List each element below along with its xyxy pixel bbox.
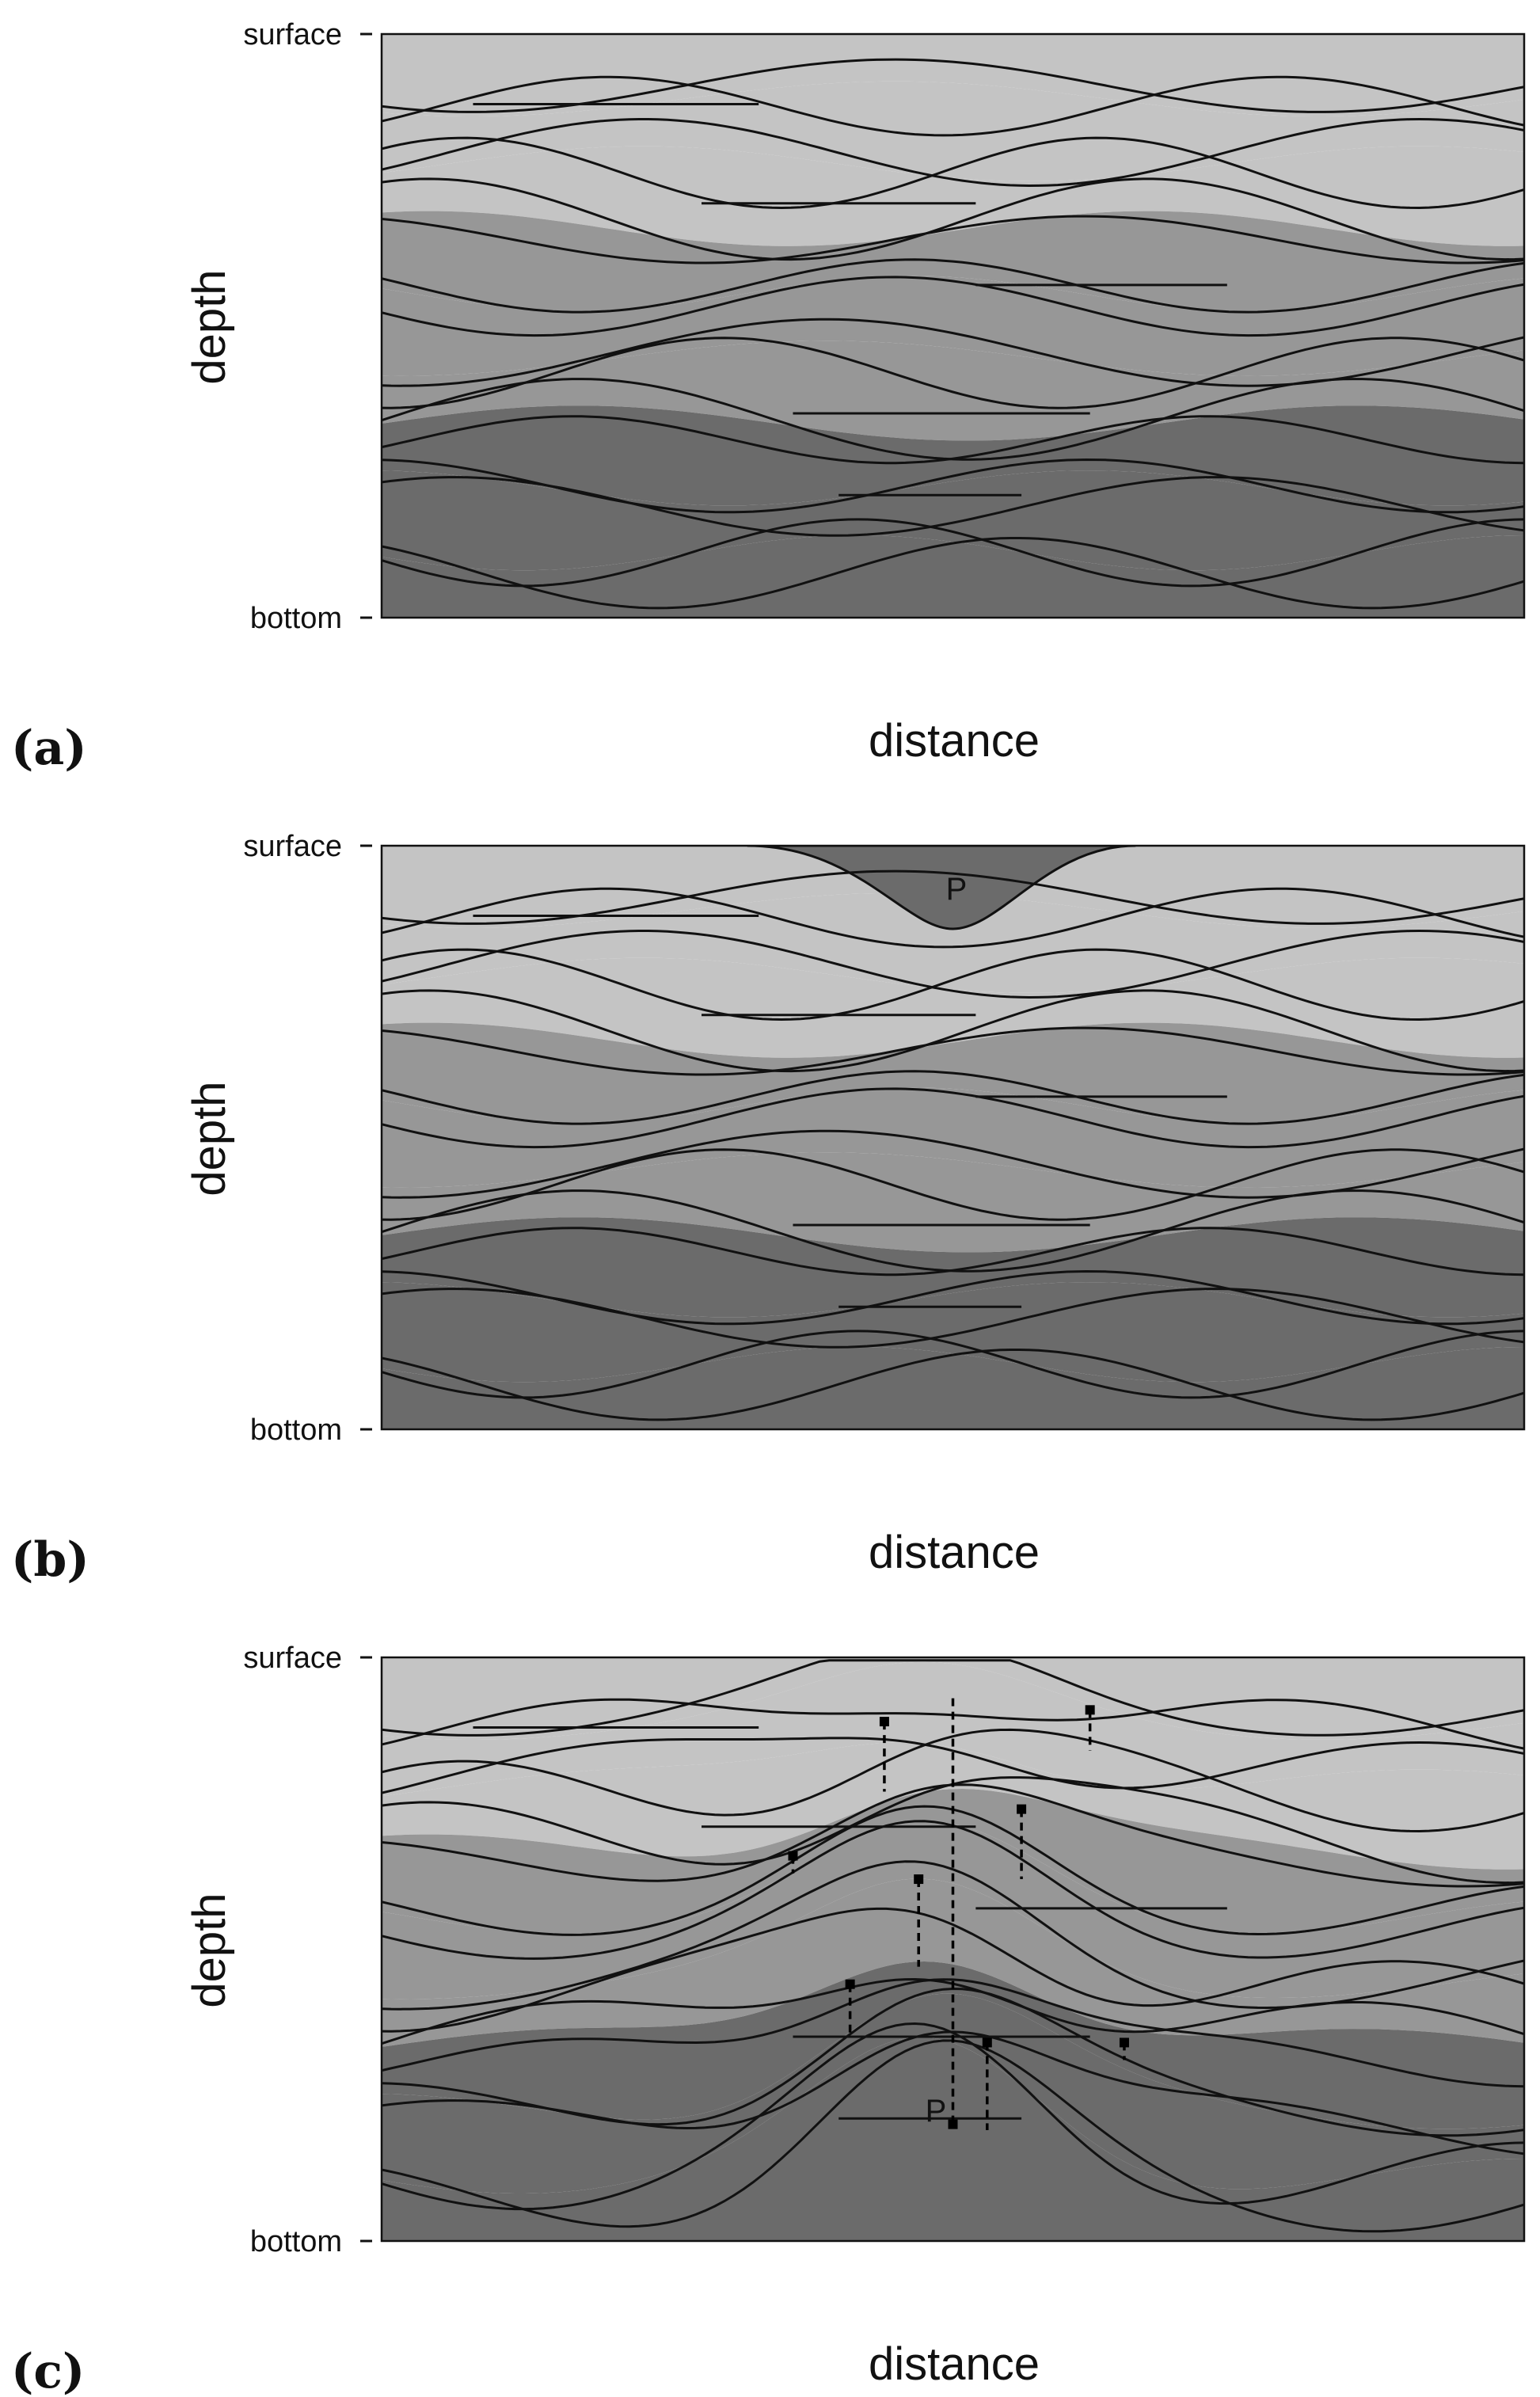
- panel-a-distance-label: distance: [869, 715, 1040, 767]
- panel-b: P surface bottom depth distance (b): [11, 830, 1526, 1588]
- panel-b-surface-label: surface: [243, 830, 342, 863]
- panel-a-interface-line: [382, 518, 1524, 588]
- panel-a-bottom-label: bottom: [250, 602, 342, 635]
- panel-b-interface-line: [382, 887, 1524, 949]
- panel-a-layer-band: [382, 81, 1524, 181]
- panel-c-plot: [382, 1657, 1524, 2241]
- panel-b-interface-line: [382, 1330, 1524, 1399]
- panel-c-marker-point: [982, 2037, 992, 2048]
- panel-c-layer-band: [382, 1961, 1524, 2129]
- panel-b-letter: (b): [11, 1532, 89, 1588]
- panel-b-plot: [382, 846, 1524, 1429]
- panel-c-letter: (c): [11, 2344, 85, 2397]
- panel-c-layer-band: [382, 1657, 1524, 1740]
- panel-c-frame: [380, 1656, 1526, 2243]
- panel-a-interfaces: [382, 58, 1524, 610]
- panel-b-interface-line: [382, 948, 1524, 1022]
- panel-b-interface-line: [382, 1026, 1524, 1076]
- panel-c-marker-point: [948, 2119, 958, 2129]
- panel-b-layer-band: [382, 1087, 1524, 1188]
- panel-a-layer-band: [382, 341, 1524, 441]
- panel-b-layers: [382, 846, 1524, 1429]
- panel-a-interface-line: [382, 337, 1524, 409]
- panel-a-interface-line: [382, 75, 1524, 137]
- panel-c-displacement-markers: [788, 1698, 1129, 2130]
- panel-a-plot: [382, 34, 1524, 618]
- panel-c-marker-point: [1085, 1705, 1095, 1715]
- panel-b-interface-line: [382, 989, 1524, 1073]
- panel-a-interface-line: [382, 136, 1524, 210]
- panel-a-frame: [380, 32, 1526, 619]
- panel-b-frame: [380, 844, 1526, 1431]
- panel-b-layer-band: [382, 1282, 1524, 1383]
- panel-c-layer-band: [382, 1742, 1524, 1870]
- panel-c-point-label: P: [926, 2094, 947, 2129]
- panel-b-interface-line: [382, 1087, 1524, 1149]
- panel-b-interfaces: [382, 869, 1524, 1421]
- panel-c-bottom-label: bottom: [250, 2225, 342, 2258]
- panel-a-interface-line: [382, 215, 1524, 264]
- panel-c-interface-line: [382, 2022, 1524, 2211]
- panel-b-interface-line: [382, 1349, 1524, 1421]
- panel-b-point-label: P: [946, 872, 968, 907]
- panel-a-layer-band: [382, 405, 1524, 506]
- panel-c: P surface bottom depth distance (c): [11, 1642, 1526, 2397]
- panel-a-layer-band: [382, 276, 1524, 376]
- panel-a-interface-line: [382, 177, 1524, 261]
- panel-a-interface-line: [382, 415, 1524, 465]
- panel-b-depth-label: depth: [184, 1081, 235, 1196]
- panel-c-layer-band: [382, 1789, 1524, 1934]
- panel-c-depth-label: depth: [184, 1893, 235, 2007]
- panel-b-interface-line: [382, 1148, 1524, 1221]
- panel-c-distance-label: distance: [869, 2338, 1040, 2390]
- panel-b-pocket: [747, 846, 1136, 930]
- panel-b-interface-line: [382, 1227, 1524, 1276]
- panel-b-interface-line: [382, 1070, 1524, 1125]
- panel-a-layer-band: [382, 535, 1524, 618]
- panel-a-interface-line: [382, 117, 1524, 188]
- panel-a-layer-band: [382, 146, 1524, 246]
- panel-a-layer-band: [382, 470, 1524, 571]
- panel-b-layer-band: [382, 892, 1524, 993]
- panel-c-surface-label: surface: [243, 1642, 342, 1675]
- panel-b-layer-band: [382, 1152, 1524, 1253]
- panel-a-depth-label: depth: [184, 269, 235, 384]
- panel-a-interface-line: [382, 537, 1524, 610]
- panel-c-layer-band: [382, 1993, 1524, 2193]
- panel-c-interface-line: [382, 1737, 1524, 1794]
- panel-c-marker-point: [1119, 2037, 1129, 2048]
- panel-b-layer-band: [382, 1217, 1524, 1318]
- panel-c-layer-band: [382, 1821, 1524, 1999]
- panel-a-letter: (a): [11, 721, 87, 776]
- panel-c-interface-line: [382, 1907, 1524, 2033]
- panel-b-bottom-label: bottom: [250, 1413, 342, 1447]
- panel-a-interface-line: [382, 276, 1524, 337]
- panel-a-layers: [382, 34, 1524, 618]
- panel-a: surface bottom depth distance (a): [11, 18, 1526, 776]
- panel-c-marker-point: [788, 1851, 798, 1861]
- panel-c-layer-band: [382, 2037, 1524, 2241]
- panel-a-interface-line: [382, 258, 1524, 314]
- panel-c-interface-line: [382, 1728, 1524, 1833]
- panel-b-interface-line: [382, 1288, 1524, 1349]
- panel-c-interface-line: [382, 1978, 1524, 2088]
- panel-c-marker-point: [1017, 1804, 1027, 1814]
- panel-c-marker-point: [845, 1979, 855, 1989]
- panel-a-surface-label: surface: [243, 18, 342, 51]
- panel-c-marker-point: [879, 1717, 889, 1727]
- panel-a-interface-line: [382, 476, 1524, 537]
- panel-b-interface-line: [382, 929, 1524, 999]
- panel-c-marker-point: [914, 1874, 924, 1885]
- panel-a-layer-band: [382, 34, 1524, 116]
- panel-b-layer-band: [382, 957, 1524, 1058]
- panel-b-distance-label: distance: [869, 1527, 1040, 1578]
- panel-b-layer-band: [382, 1347, 1524, 1429]
